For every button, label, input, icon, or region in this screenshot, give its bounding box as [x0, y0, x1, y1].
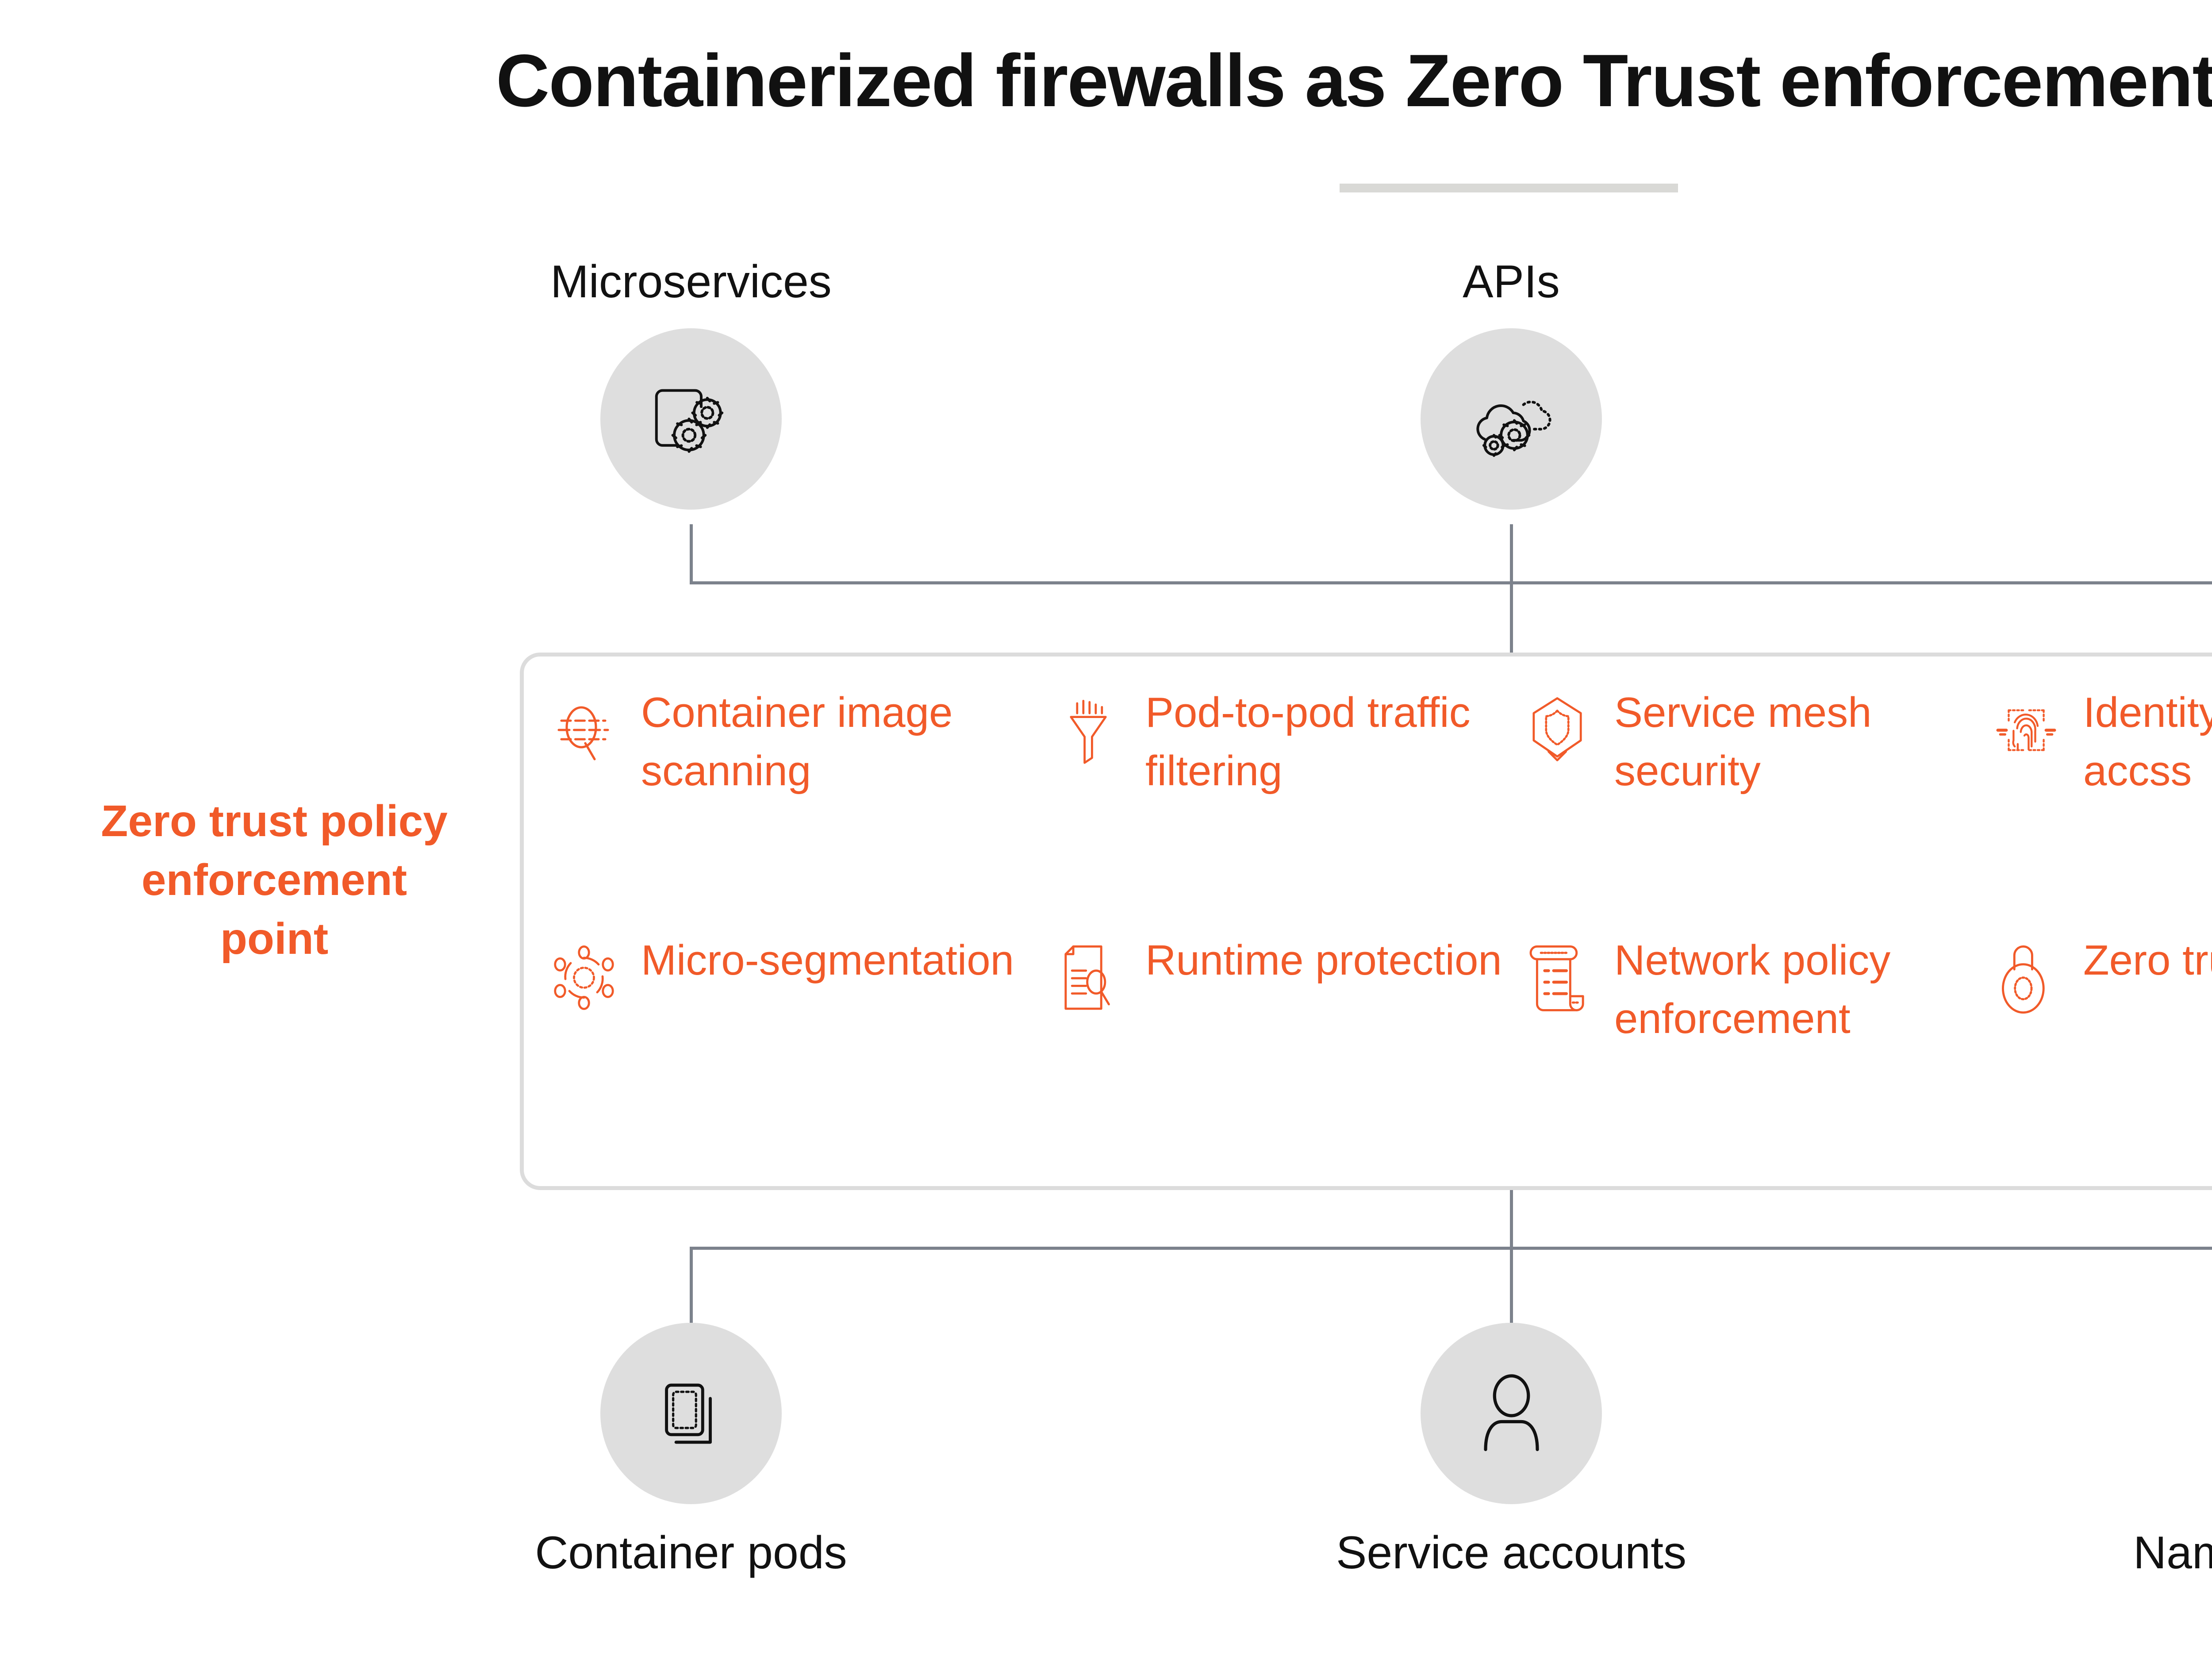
- service-item-pod-to-pod-traffic-filtering[interactable]: Pod-to-pod traffic filtering: [1051, 684, 1520, 918]
- bottom-node-container-pods: Container pods: [492, 1323, 890, 1581]
- top-node-label: Data stores: [2133, 254, 2212, 310]
- left-side-label: Zero trust policy enforcement point: [101, 796, 448, 964]
- top-node-label: APIs: [1463, 256, 1560, 307]
- service-item-micro-segmentation[interactable]: Micro-segmentation: [546, 931, 1051, 1166]
- fingerprint-scan-icon: [1989, 688, 2064, 772]
- top-node-microservices: Microservices: [492, 254, 890, 510]
- top-node-apis: APIs: [1312, 254, 1710, 510]
- service-item-label: Pod-to-pod traffic filtering: [1145, 689, 1471, 795]
- service-item-label: Network policy enforcement: [1614, 937, 1891, 1043]
- network-nodes-icon: [546, 936, 622, 1020]
- firewall-services-grid: Container image scanning Pod-to-pod traf…: [546, 684, 2212, 1166]
- connector-top-left-drop: [690, 524, 693, 583]
- service-item-zero-trust-access[interactable]: Zero trust access: [1989, 931, 2212, 1166]
- top-node-label: Microservices: [550, 256, 832, 307]
- stacked-cards-icon: [600, 1323, 782, 1504]
- enforcement-point-box: [520, 653, 2212, 1190]
- title-underline-rule: [1340, 184, 1678, 192]
- service-item-label: Service mesh security: [1614, 689, 1872, 795]
- padlock-icon: [1989, 936, 2064, 1020]
- connector-bottom-left-drop: [690, 1247, 693, 1323]
- service-item-label: Runtime protection: [1145, 937, 1502, 984]
- service-item-label: Identity-based accss: [2083, 689, 2212, 795]
- cloud-gears-icon: [1421, 328, 1602, 510]
- service-item-label: Container image scanning: [641, 689, 953, 795]
- connector-bottom-center-rise: [1510, 1190, 1513, 1323]
- service-item-service-mesh-security[interactable]: Service mesh security: [1520, 684, 1989, 918]
- document-magnifier-icon: [1051, 936, 1126, 1020]
- service-item-runtime-protection[interactable]: Runtime protection: [1051, 931, 1520, 1166]
- connector-top-bus: [690, 581, 2212, 584]
- person-icon: [1421, 1323, 1602, 1504]
- top-node-data-stores: Data stores: [2133, 254, 2212, 510]
- service-item-label: Micro-segmentation: [641, 937, 1014, 984]
- bottom-node-service-accounts: Service accounts: [1312, 1323, 1710, 1581]
- funnel-icon: [1051, 688, 1126, 772]
- connector-top-center-drop: [1510, 524, 1513, 653]
- service-item-label: Zero trust access: [2083, 937, 2212, 984]
- bottom-node-label: Container pods: [535, 1527, 847, 1578]
- shield-hexagon-icon: [1520, 688, 1595, 772]
- scan-magnifier-icon: [546, 688, 622, 772]
- bottom-node-label: Service accounts: [1336, 1527, 1686, 1578]
- policy-scroll-icon: [1520, 936, 1595, 1020]
- service-item-network-policy-enforcement[interactable]: Network policy enforcement: [1520, 931, 1989, 1166]
- bottom-node-label: Namespaces/clusters: [2133, 1527, 2212, 1578]
- service-item-identity-based-access[interactable]: Identity-based accss: [1989, 684, 2212, 918]
- microservices-gears-icon: [600, 328, 782, 510]
- bottom-node-namespaces-clusters: Namespaces/clusters: [2133, 1323, 2212, 1581]
- service-item-container-image-scanning[interactable]: Container image scanning: [546, 684, 1051, 918]
- connector-bottom-bus: [690, 1247, 2212, 1250]
- page-title: Containerized firewalls as Zero Trust en…: [496, 39, 2212, 122]
